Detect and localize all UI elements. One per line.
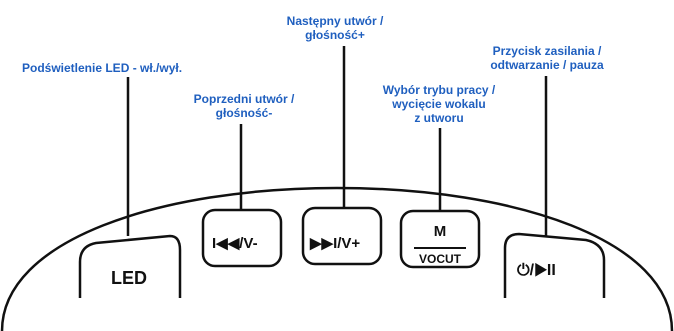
label-next-line2: głośność+: [305, 28, 365, 42]
label-mode-line2: wycięcie wokalu: [392, 97, 486, 111]
label-led: Podświetlenie LED - wł./wył.: [22, 61, 182, 75]
label-led-text: Podświetlenie LED - wł./wył.: [22, 61, 183, 75]
prev-button-label: I◀◀/V-: [212, 235, 258, 252]
led-button-shape: [78, 234, 182, 298]
power-button-label: ⏻/▶II: [517, 262, 556, 279]
next-button-label: ▶▶I/V+: [310, 235, 361, 252]
label-mode-line1: Wybór trybu pracy /: [382, 83, 496, 97]
mode-button-label-vocut: VOCUT: [419, 252, 461, 266]
label-prev: Poprzedni utwór / głośność-: [180, 92, 308, 120]
label-mode-line3: z utworu: [414, 111, 464, 125]
label-power-line1: Przycisk zasilania /: [492, 44, 602, 58]
label-next-line1: Następny utwór /: [286, 14, 384, 28]
label-prev-line2: głośność-: [215, 106, 273, 120]
mode-button-label-m: M: [433, 223, 447, 240]
power-button-shape: [503, 232, 606, 298]
device-body-arc: [0, 186, 674, 331]
led-button-label: LED: [111, 268, 147, 288]
label-power-line2: odtwarzanie / pauza: [490, 58, 604, 72]
label-prev-line1: Poprzedni utwór /: [193, 92, 295, 106]
next-button-shape: [301, 206, 383, 266]
label-power: Przycisk zasilania / odtwarzanie / pauza: [482, 44, 612, 72]
label-next: Następny utwór / głośność+: [271, 14, 399, 42]
label-mode: Wybór trybu pracy / wycięcie wokalu z ut…: [364, 83, 514, 125]
